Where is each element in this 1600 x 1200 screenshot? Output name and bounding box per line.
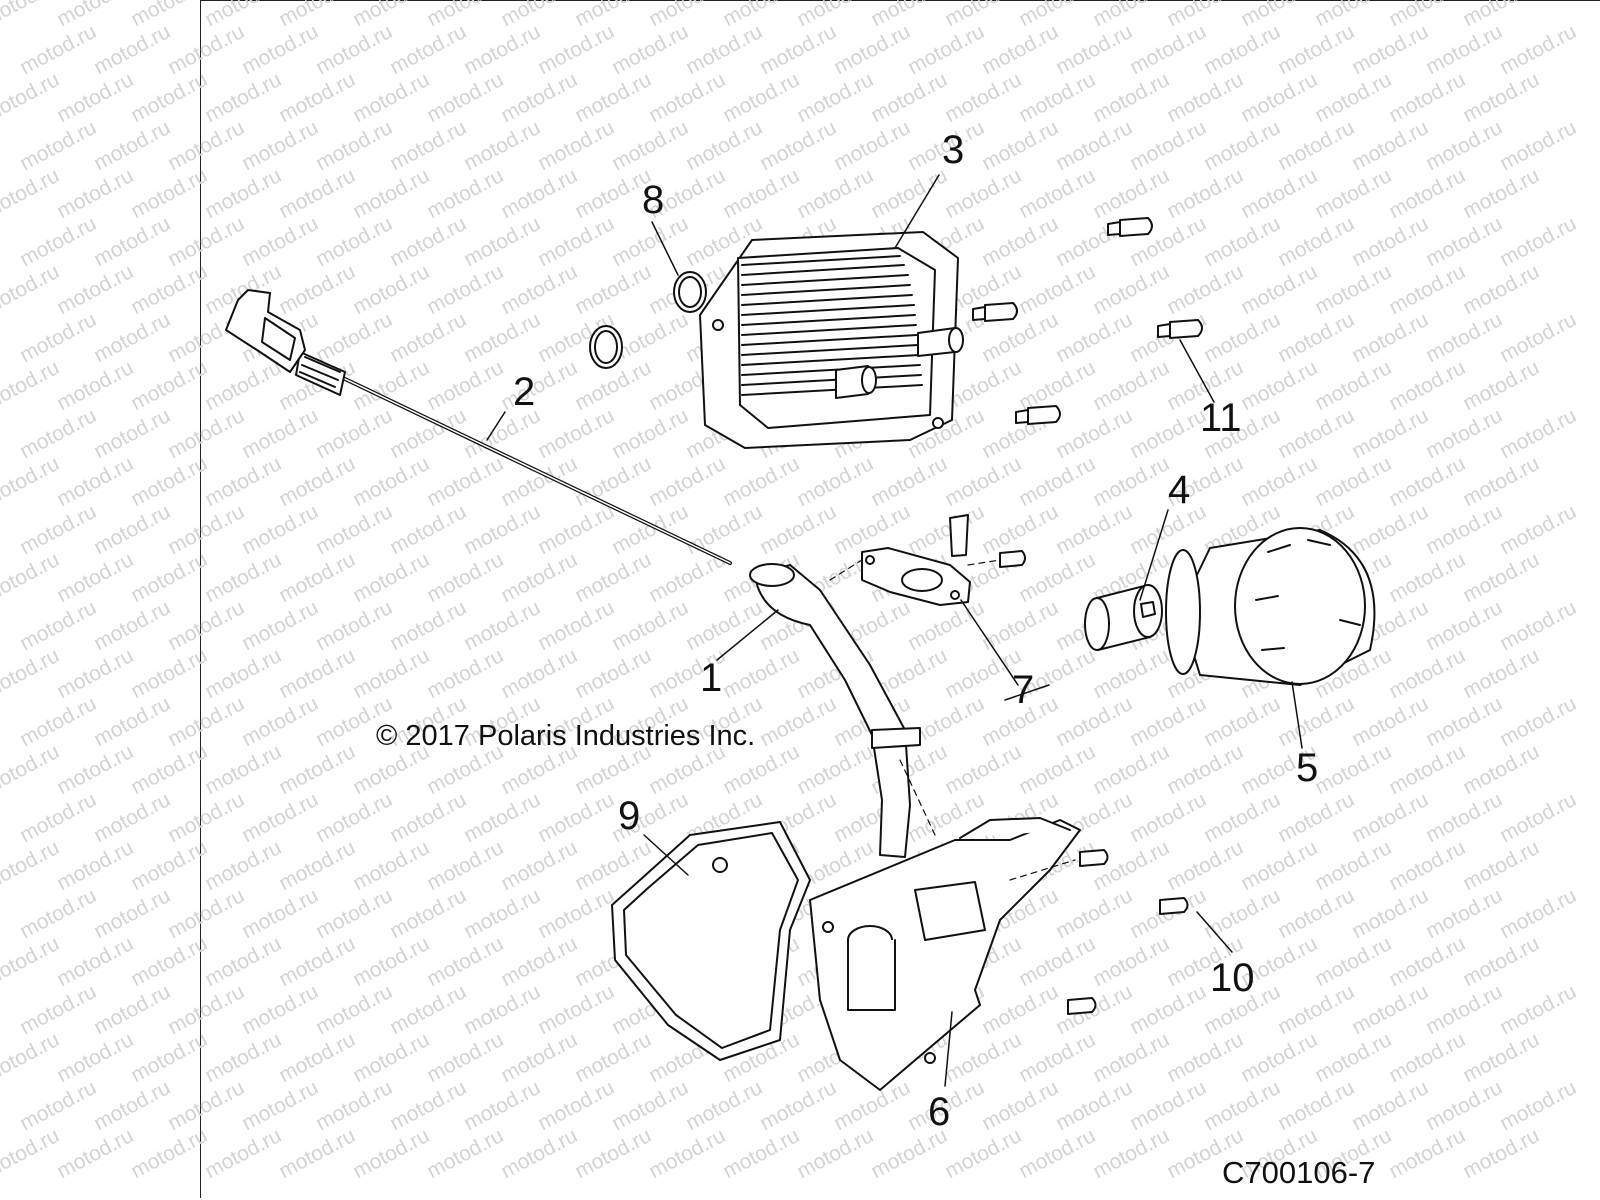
callout-11: 11 — [1200, 396, 1242, 440]
drawing-frame — [200, 0, 1600, 1198]
copyright-notice: © 2017 Polaris Industries Inc. — [376, 720, 756, 752]
assembly-dash-lines — [829, 559, 1076, 881]
callout-7: 7 — [1012, 668, 1035, 712]
callout-1: 1 — [700, 656, 723, 700]
filter-housing — [809, 817, 1189, 1091]
dipstick-tube — [749, 563, 921, 858]
callout-9: 9 — [618, 794, 641, 838]
callout-3: 3 — [942, 128, 965, 172]
callout-8: 8 — [642, 178, 665, 222]
cooler-bolts — [972, 217, 1203, 425]
dipstick — [225, 289, 732, 565]
filter-adapter — [1084, 584, 1163, 651]
tube-gasket — [861, 514, 1026, 606]
oil-filter — [1165, 527, 1376, 686]
callout-10: 10 — [1210, 956, 1255, 1000]
callout-2: 2 — [513, 370, 536, 414]
o-rings — [589, 271, 707, 369]
callout-5: 5 — [1296, 746, 1319, 790]
cover-gasket — [611, 821, 811, 1061]
oil-cooler — [699, 231, 964, 449]
callout-6: 6 — [928, 1090, 951, 1134]
drawing-code: C700106-7 — [1222, 1155, 1376, 1190]
callout-4: 4 — [1168, 468, 1191, 512]
leader-lines — [486, 174, 1303, 1087]
